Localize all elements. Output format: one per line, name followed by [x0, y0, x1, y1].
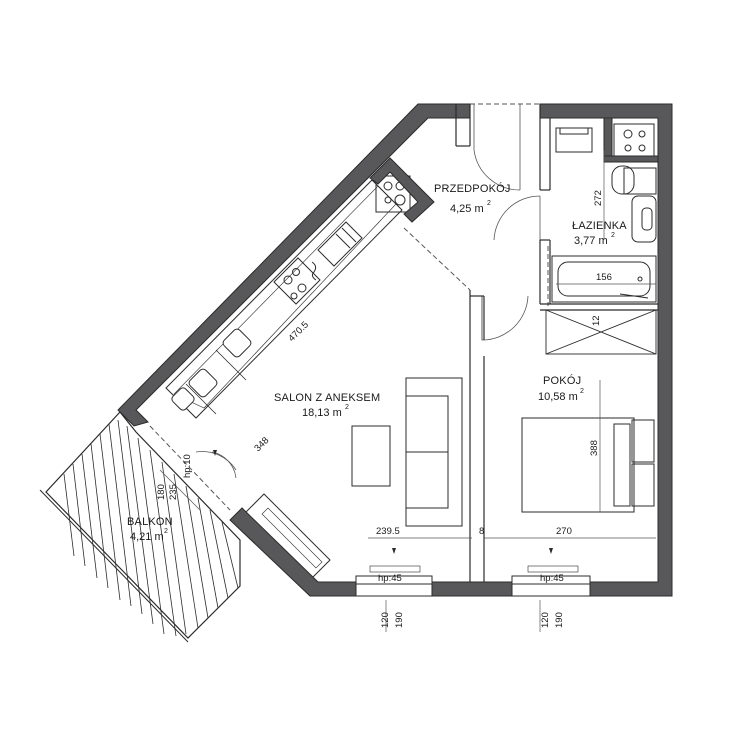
room-labels: PRZEDPOKÓJ 4,25 m 2 ŁAZIENKA 3,77 m 2 SA… [127, 182, 627, 543]
hall-area-exp: 2 [487, 200, 491, 207]
dim-bedroom-depth: 388 [589, 440, 600, 456]
bedroom-area-exp: 2 [580, 388, 584, 395]
living-area-exp: 2 [345, 404, 349, 411]
bed [521, 417, 655, 513]
dim-window-1-height: 190 [394, 612, 405, 628]
balcony-area-exp: 2 [164, 528, 168, 535]
dim-partition: 8 [479, 526, 484, 537]
dim-window-hp-1: hp:45 [378, 573, 402, 584]
sofa [405, 377, 463, 527]
windows [355, 565, 591, 597]
bedroom-area: 10,58 m [538, 391, 578, 403]
dim-bedroom-width: 270 [556, 526, 572, 537]
dim-balcony-door-h: 180 [156, 484, 167, 500]
living-name: SALON Z ANEKSEM [274, 392, 380, 404]
balcony-name: BALKON [127, 516, 173, 528]
bathroom-fixtures [551, 123, 657, 303]
bar-stools [171, 328, 252, 411]
dim-living-width: 239.5 [376, 526, 400, 537]
cooktop [273, 257, 321, 305]
hall-area: 4,25 m [450, 203, 484, 215]
level-markers [213, 450, 553, 554]
dim-window-hp-2: hp:45 [540, 573, 564, 584]
balcony-area [39, 411, 241, 643]
bath-name: ŁAZIENKA [572, 220, 627, 232]
living-area: 18,13 m [302, 407, 342, 419]
hall-name: PRZEDPOKÓJ [434, 182, 511, 195]
dim-balcony-door-w: 235 [168, 484, 179, 500]
dim-window-2-sill: 120 [540, 612, 551, 628]
door-swings [195, 104, 541, 479]
bath-area: 3,77 m [574, 235, 608, 247]
dim-living-diag: 348 [252, 435, 271, 454]
balcony-hatching [63, 419, 239, 637]
dim-window-1-sill: 120 [380, 612, 391, 628]
bedroom-name: POKÓJ [543, 374, 581, 387]
coffee-table [351, 425, 391, 487]
dim-bath-height: 272 [593, 190, 604, 206]
dim-window-2-height: 190 [554, 612, 565, 628]
walls [117, 103, 673, 597]
dim-bath-width: 156 [596, 272, 612, 283]
dashed-lines [149, 103, 549, 511]
kitchen-sink [311, 221, 363, 281]
dim-bath-gap: 12 [591, 315, 602, 326]
balcony-area: 4,21 m [130, 531, 164, 543]
bath-area-exp: 2 [611, 232, 615, 239]
partitions [455, 104, 658, 582]
dimension-lines [159, 150, 656, 632]
dimension-labels: 470.5 348 239.5 8 270 388 272 156 12 180… [156, 190, 612, 628]
dim-balcony-hp: hp:10 [182, 454, 193, 478]
